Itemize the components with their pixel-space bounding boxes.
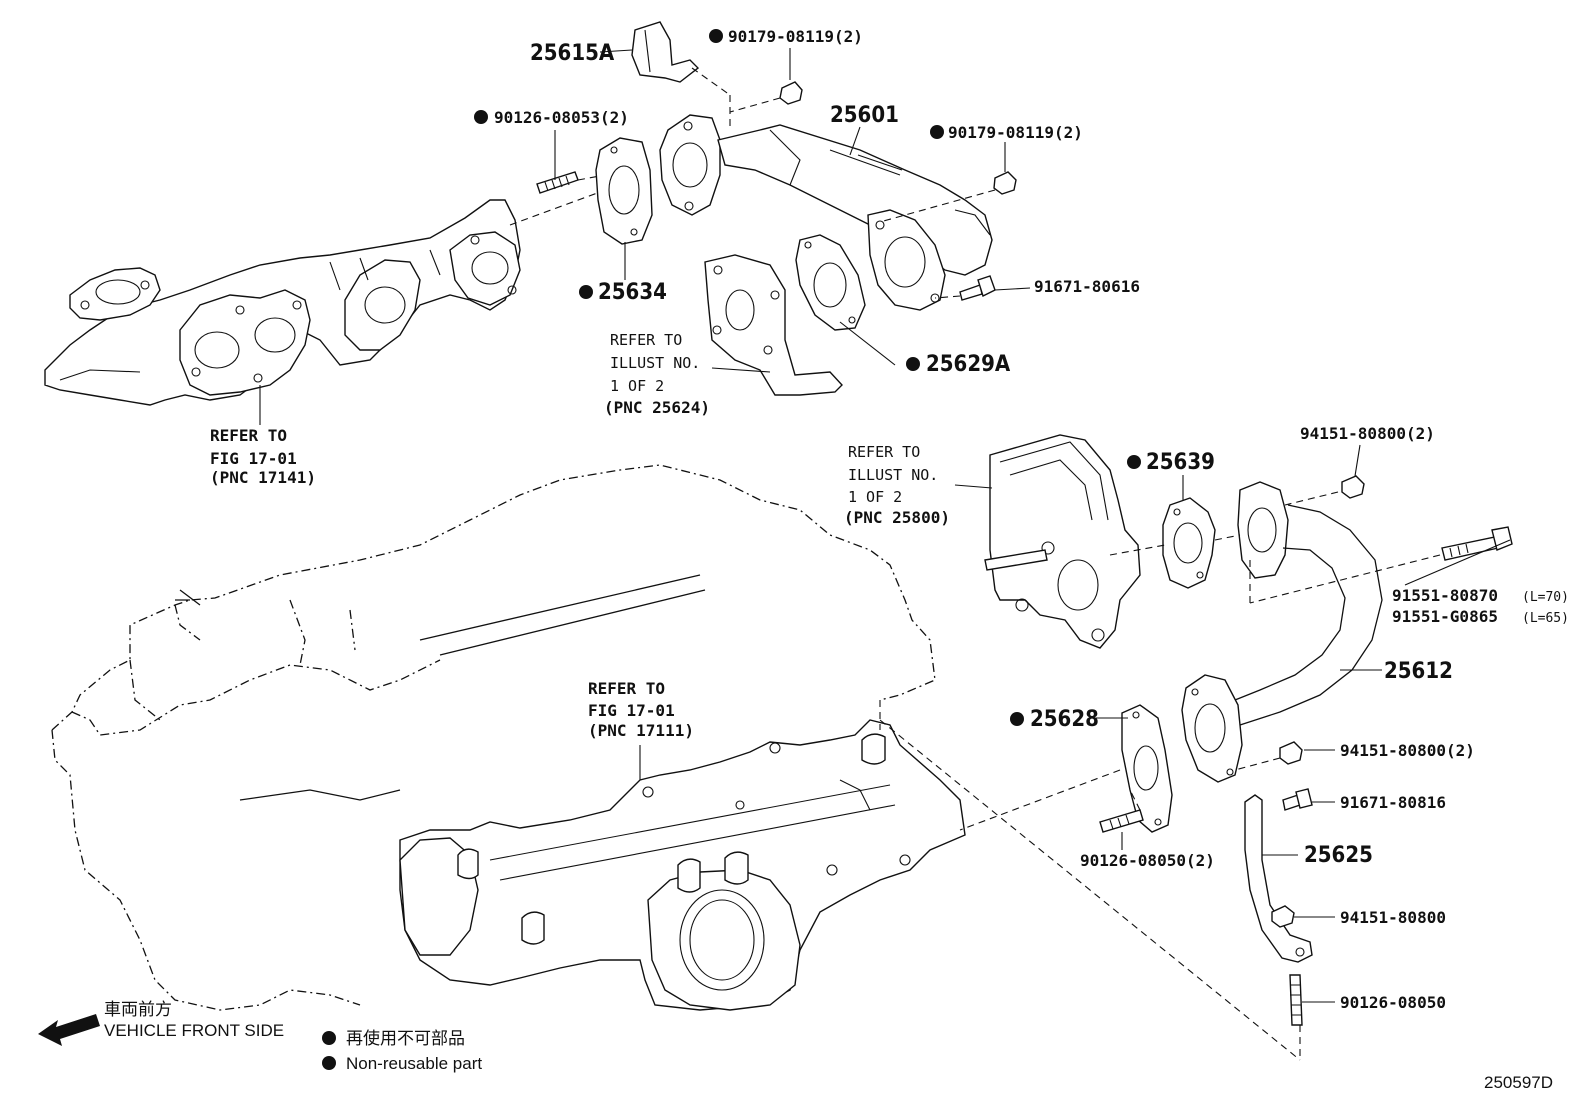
label-90179-08119-b: 90179-08119(2) xyxy=(948,123,1083,142)
gasket-25639 xyxy=(1162,497,1216,589)
label-94151-80800-b: 94151-80800(2) xyxy=(1340,741,1475,760)
non-reusable-dot xyxy=(579,285,593,299)
front-arrow-icon xyxy=(38,1014,100,1046)
legend-dot-icon xyxy=(322,1056,336,1070)
label-90126-08050: 90126-08050 xyxy=(1340,993,1446,1012)
exhaust-manifold-left xyxy=(44,199,521,406)
label-91551-G0865: 91551-G0865 xyxy=(1392,607,1498,626)
ref-line: (PNC 25624) xyxy=(604,398,710,417)
legend-non-reusable-en: Non-reusable part xyxy=(346,1054,482,1073)
egr-pipe-25601 xyxy=(659,114,993,311)
label-94151-80800-c: 94151-80800 xyxy=(1340,908,1446,927)
label-91671-80616: 91671-80616 xyxy=(1034,277,1140,296)
ref-line: (PNC 25800) xyxy=(844,508,950,527)
ref-line: FIG 17-01 xyxy=(588,701,675,720)
ref-line: (PNC 17141) xyxy=(210,468,316,487)
nut-90179-a xyxy=(779,81,803,105)
non-reusable-markers xyxy=(474,29,1141,726)
label-25601: 25601 xyxy=(830,103,899,128)
bracket-25624 xyxy=(704,254,843,396)
ref-line: ILLUST NO. xyxy=(848,466,938,484)
gasket-25634 xyxy=(595,137,653,245)
intake-manifold xyxy=(399,719,966,1011)
label-25625: 25625 xyxy=(1304,843,1373,868)
reference-note-25800: REFER TO ILLUST NO. 1 OF 2 (PNC 25800) xyxy=(844,443,950,527)
ref-line: REFER TO xyxy=(610,331,682,349)
bolt-91551 xyxy=(1441,526,1513,561)
non-reusable-dot xyxy=(1127,455,1141,469)
label-25629A: 25629A xyxy=(926,352,1011,377)
label-25634: 25634 xyxy=(598,280,667,305)
label-25639: 25639 xyxy=(1146,450,1215,475)
non-reusable-dot xyxy=(474,110,488,124)
stud-90126-08050-2 xyxy=(1099,809,1144,833)
ref-line: (PNC 17111) xyxy=(588,721,694,740)
part-labels: 25615A 90179-08119(2) 90126-08053(2) 256… xyxy=(494,27,1569,1012)
label-91551-80870: 91551-80870 xyxy=(1392,586,1498,605)
reference-note-25624: REFER TO ILLUST NO. 1 OF 2 (PNC 25624) xyxy=(604,331,710,417)
egr-valve-25800 xyxy=(984,434,1141,649)
label-90179-08119-a: 90179-08119(2) xyxy=(728,27,863,46)
stud-90126-08050 xyxy=(1289,974,1303,1026)
label-25628: 25628 xyxy=(1030,707,1099,732)
label-25612: 25612 xyxy=(1384,659,1453,684)
legend-non-reusable-jp: 再使用不可部品 xyxy=(346,1028,465,1048)
nut-94151-b xyxy=(1279,741,1303,765)
nut-94151-c xyxy=(1271,905,1295,928)
ref-line: 1 OF 2 xyxy=(848,488,902,506)
reference-note-17111: REFER TO FIG 17-01 (PNC 17111) xyxy=(588,679,694,740)
egr-pipe-25612 xyxy=(1181,481,1383,783)
nut-94151-a xyxy=(1341,475,1365,499)
ref-line: REFER TO xyxy=(588,679,665,698)
ref-line: 1 OF 2 xyxy=(610,377,664,395)
gasket-25629A xyxy=(795,234,866,331)
non-reusable-dot xyxy=(930,125,944,139)
stud-90126-08053 xyxy=(536,171,579,194)
ref-line: FIG 17-01 xyxy=(210,449,297,468)
reference-note-17141: REFER TO FIG 17-01 (PNC 17141) xyxy=(210,426,316,487)
leader-lines xyxy=(259,48,1511,1003)
insulator-25615A xyxy=(631,21,700,83)
bracket-25625 xyxy=(1244,794,1313,963)
bolt-91671-80616 xyxy=(959,275,996,301)
gasket-25628 xyxy=(1121,704,1173,833)
label-91551-80870-length: (L=70) xyxy=(1522,590,1569,605)
front-label-en: VEHICLE FRONT SIDE xyxy=(104,1021,284,1040)
ref-line: REFER TO xyxy=(848,443,920,461)
label-25615A: 25615A xyxy=(530,41,615,66)
nut-90179-b xyxy=(993,171,1017,195)
label-94151-80800-a: 94151-80800(2) xyxy=(1300,424,1435,443)
dashed-alignment-lines xyxy=(509,67,1441,1061)
bolt-91671-80816 xyxy=(1282,788,1313,811)
label-91671-80816: 91671-80816 xyxy=(1340,793,1446,812)
figure-id: 250597D xyxy=(1484,1073,1553,1092)
label-90126-08050-2: 90126-08050(2) xyxy=(1080,851,1215,870)
front-direction-indicator: 車両前方 VEHICLE FRONT SIDE xyxy=(38,1000,284,1046)
ref-line: REFER TO xyxy=(210,426,287,445)
legend-non-reusable: 再使用不可部品 Non-reusable part xyxy=(322,1028,482,1073)
non-reusable-dot xyxy=(906,357,920,371)
non-reusable-dot xyxy=(1010,712,1024,726)
ref-line: ILLUST NO. xyxy=(610,354,700,372)
legend-dot-icon xyxy=(322,1031,336,1045)
non-reusable-dot xyxy=(709,29,723,43)
label-91551-G0865-length: (L=65) xyxy=(1522,611,1569,626)
front-label-jp: 車両前方 xyxy=(104,1000,172,1019)
engine-block-outline xyxy=(51,464,936,1011)
label-90126-08053: 90126-08053(2) xyxy=(494,108,629,127)
